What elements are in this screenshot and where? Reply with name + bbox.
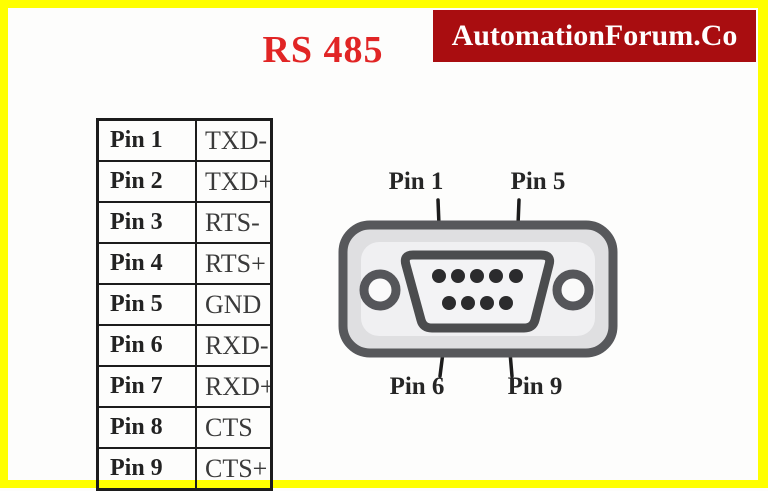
pin-cell: Pin 1 [96,118,197,162]
pin-cell: Pin 2 [96,160,197,203]
pin9-callout-label: Pin 9 [507,373,563,400]
signal-cell: CTS+ [195,447,273,491]
signal-cell: RTS+ [195,242,273,285]
pin-cell: Pin 9 [96,447,197,491]
brand-banner: AutomationForum.Co [433,10,756,62]
signal-cell: RTS- [195,201,273,244]
pin-6-dot [442,296,456,310]
mounting-hole-left [359,269,401,311]
pin-cell: Pin 5 [96,283,197,326]
signal-cell: RXD+ [195,365,273,408]
signal-cell: TXD+ [195,160,273,203]
table-row: Pin 8 CTS [96,406,273,449]
pin-cell: Pin 6 [96,324,197,367]
db9-connector-graphic [338,198,618,378]
signal-cell: CTS [195,406,273,449]
signal-cell: RXD- [195,324,273,367]
signal-cell: TXD- [195,118,273,162]
pin6-callout-label: Pin 6 [389,373,445,400]
pin-2-dot [451,269,465,283]
pin-8-dot [480,296,494,310]
pin-cell: Pin 3 [96,201,197,244]
pin-row-top [432,269,523,283]
page-title: RS 485 [262,29,384,71]
pin-4-dot [489,269,503,283]
brand-banner-text: AutomationForum.Co [451,19,738,52]
pin-cell: Pin 8 [96,406,197,449]
pin-7-dot [461,296,475,310]
table-row: Pin 9 CTS+ [96,447,273,491]
table-row: Pin 7 RXD+ [96,365,273,408]
pin-9-dot [499,296,513,310]
pin-1-dot [432,269,446,283]
pin5-callout-label: Pin 5 [510,168,566,195]
pin-signal-table: Pin 1 TXD- Pin 2 TXD+ Pin 3 RTS- Pin 4 R… [96,118,273,491]
table-row: Pin 2 TXD+ [96,160,273,203]
pin1-callout-label: Pin 1 [388,168,444,195]
mounting-hole-right [552,269,594,311]
table-row: Pin 6 RXD- [96,324,273,367]
table-row: Pin 3 RTS- [96,201,273,244]
pin-5-dot [509,269,523,283]
table-row: Pin 4 RTS+ [96,242,273,285]
pin-cell: Pin 7 [96,365,197,408]
dsub-trapezoid [400,250,555,333]
table-row: Pin 5 GND [96,283,273,326]
pin-3-dot [470,269,484,283]
pin-cell: Pin 4 [96,242,197,285]
signal-cell: GND [195,283,273,326]
pin-row-bottom [442,296,513,310]
table-row: Pin 1 TXD- [96,118,273,162]
